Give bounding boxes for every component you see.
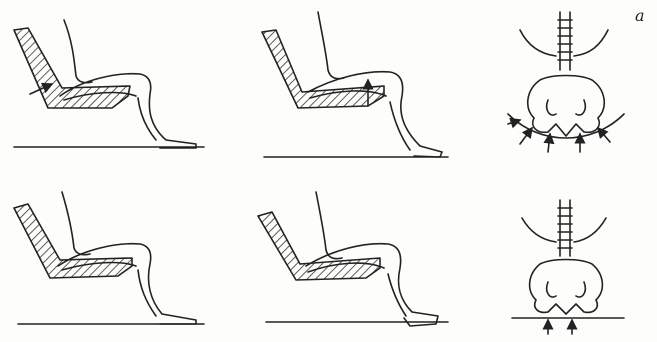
seat-curve xyxy=(508,114,624,138)
pelvis-holes xyxy=(547,100,586,115)
seated-figure-reclined-seat-top-left xyxy=(14,20,204,148)
torso xyxy=(62,192,90,255)
pelvis-frontal-view-top xyxy=(508,12,624,152)
torso xyxy=(64,20,92,83)
torso xyxy=(316,192,342,259)
pelvis-holes xyxy=(547,282,586,297)
panel-label: a xyxy=(635,6,645,25)
seated-figure-reclined-seat-bottom-left xyxy=(14,192,204,324)
rib-right xyxy=(574,218,606,242)
pelvis-frontal-view-bottom xyxy=(512,200,624,334)
thigh-and-leg xyxy=(308,72,442,157)
rib-right xyxy=(574,30,608,56)
thigh-and-leg xyxy=(58,244,196,324)
calf-back xyxy=(388,274,406,316)
seated-figure-upright-seat-bottom-middle xyxy=(258,192,448,326)
rib-left xyxy=(520,30,556,56)
pelvis-outline xyxy=(530,260,603,315)
thigh-and-leg xyxy=(306,244,438,326)
calf-back xyxy=(138,270,156,316)
calf-back xyxy=(390,102,410,150)
seated-figure-upright-seat-top-middle xyxy=(262,12,448,157)
torso xyxy=(318,12,344,79)
seat-shell xyxy=(14,28,130,108)
pressure-arrow xyxy=(598,128,610,142)
thigh-and-leg xyxy=(60,74,196,148)
pelvis-outline xyxy=(528,76,605,137)
rib-left xyxy=(522,218,556,242)
pressure-arrow xyxy=(520,128,532,144)
calf-back xyxy=(138,98,156,140)
